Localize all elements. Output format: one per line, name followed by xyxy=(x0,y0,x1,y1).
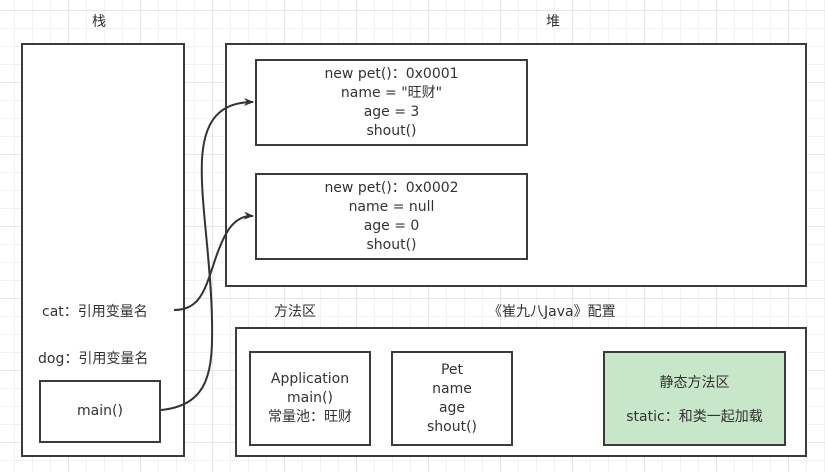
static-area-title: 静态方法区 xyxy=(659,375,730,391)
heap-object-2: new pet()：0x0002 name = null age = 0 sho… xyxy=(255,173,528,260)
pet-field-age: age xyxy=(438,399,466,416)
main-frame-box: main() xyxy=(39,380,161,443)
application-constant-pool: 常量池：旺财 xyxy=(268,409,352,425)
cat-reference-label: cat：引用变量名 xyxy=(42,304,148,320)
heap-object-1: new pet()：0x0001 name = "旺财" age = 3 sho… xyxy=(255,59,528,146)
pet-class-box: Pet name age shout() xyxy=(391,351,513,446)
pet-field-name: name xyxy=(432,380,472,397)
object-1-age: age = 3 xyxy=(363,103,420,120)
dog-reference-label: dog：引用变量名 xyxy=(38,351,149,367)
pet-method-shout: shout() xyxy=(426,418,478,435)
application-class-box: Application main() 常量池：旺财 xyxy=(249,351,371,446)
object-2-name: name = null xyxy=(348,198,435,215)
method-area-caption: 《崔九八Java》配置 xyxy=(488,304,616,320)
application-main-method: main() xyxy=(287,390,333,406)
application-class-name: Application xyxy=(270,371,350,387)
object-2-age: age = 0 xyxy=(363,217,420,234)
object-1-method: shout() xyxy=(366,122,417,139)
static-method-area-box: 静态方法区 static：和类一起加载 xyxy=(603,351,786,446)
object-1-name: name = "旺财" xyxy=(340,84,443,101)
object-2-address: new pet()：0x0002 xyxy=(324,179,459,196)
pet-class-name: Pet xyxy=(440,361,464,378)
main-frame-label: main() xyxy=(77,403,123,419)
static-area-note: static：和类一起加载 xyxy=(626,409,763,425)
object-1-address: new pet()：0x0001 xyxy=(324,65,459,82)
object-2-method: shout() xyxy=(366,236,417,253)
method-area-title: 方法区 xyxy=(274,304,316,320)
heap-title: 堆 xyxy=(546,14,560,30)
stack-title: 栈 xyxy=(92,14,106,30)
